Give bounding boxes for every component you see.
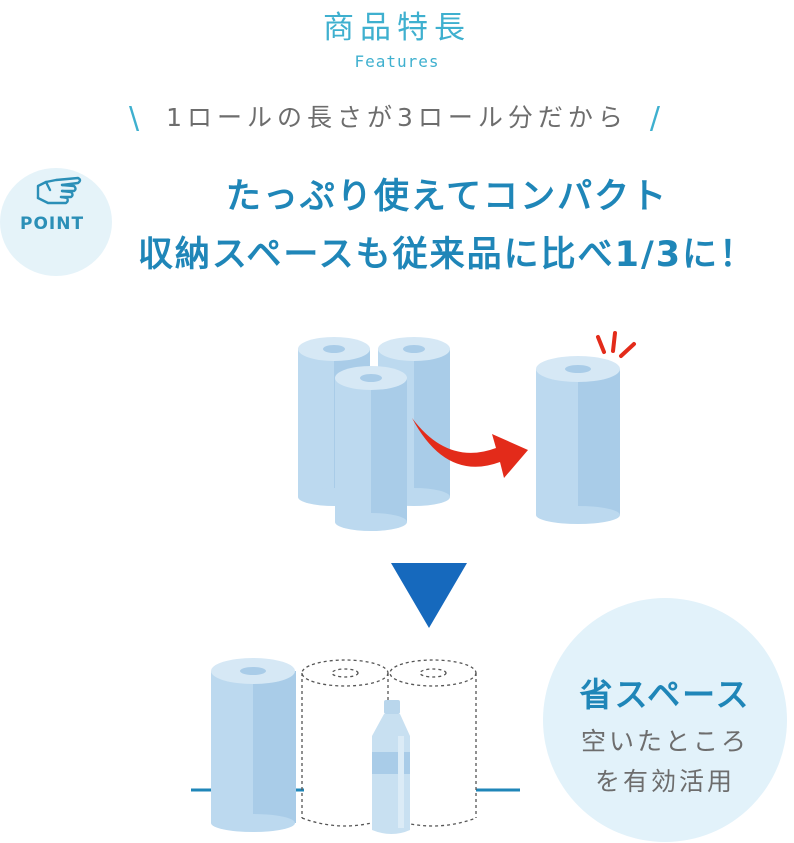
- space-saving-line-1: 空いたところ: [580, 727, 749, 756]
- pointing-hand-icon: [36, 176, 82, 205]
- space-saving-line-2: を有効活用: [594, 767, 735, 796]
- headline-line-2: 収納スペースも従来品に比べ1/3に！: [137, 235, 757, 275]
- lead-text-row: \ 1ロールの長さが3ロール分だから /: [0, 98, 794, 136]
- down-triangle-icon: [391, 563, 467, 628]
- space-saving-title: 省スペース: [579, 675, 751, 714]
- red-arrow-icon: [412, 418, 528, 478]
- emphasis-marks-icon: [596, 331, 636, 358]
- point-badge-label: POINT: [20, 214, 85, 234]
- section-title: 商品特長: [323, 10, 471, 46]
- stored-roll-icon: [211, 658, 296, 832]
- section-subtitle: Features: [354, 52, 440, 71]
- left-slash-decoration: \: [128, 101, 145, 136]
- right-slash-decoration: /: [649, 101, 666, 136]
- space-saving-circle: [543, 598, 787, 842]
- lead-text: 1ロールの長さが3ロール分だから: [166, 103, 628, 132]
- point-badge: [0, 168, 112, 276]
- single-roll-icon: [536, 356, 620, 524]
- headline-line-1: たっぷり使えてコンパクト: [225, 177, 669, 217]
- three-rolls-icon: [298, 337, 450, 531]
- bottle-icon: [372, 700, 410, 834]
